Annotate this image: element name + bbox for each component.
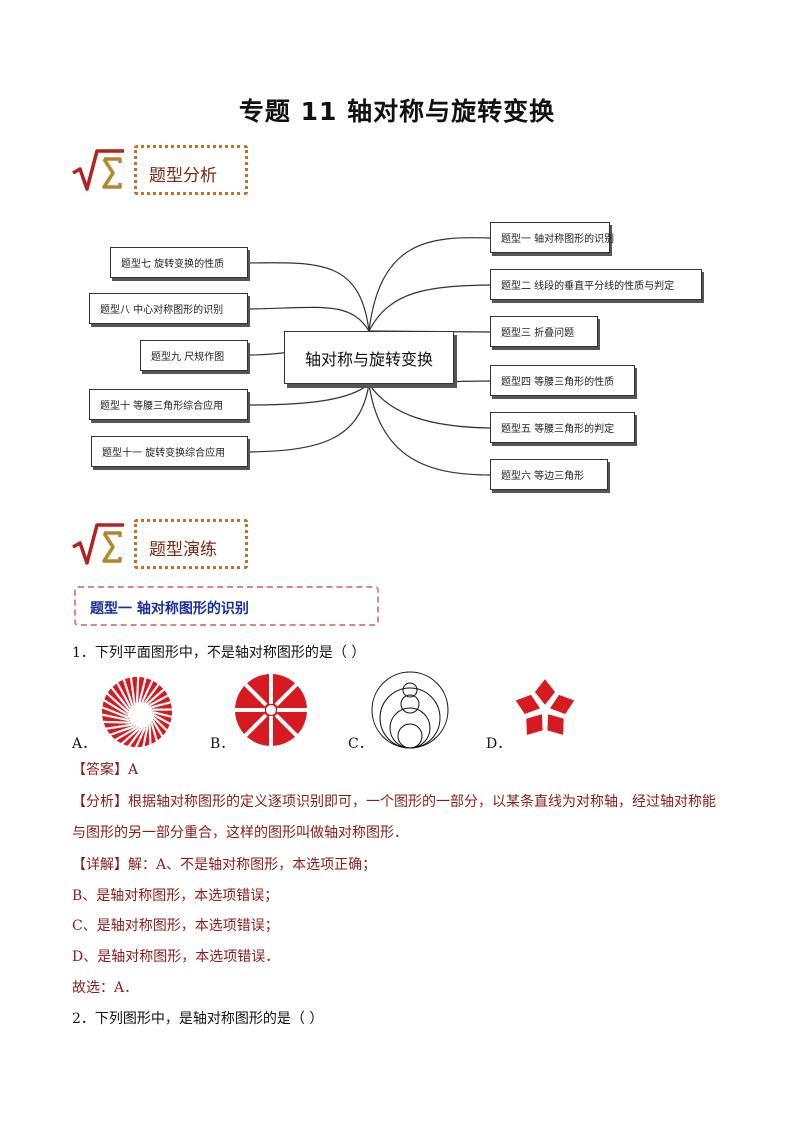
detail-line-4: D、是轴对称图形，本选项错误． <box>72 949 280 965</box>
section-label-box: 题型演练 <box>134 519 248 569</box>
sunburst-ray <box>152 716 169 732</box>
mindmap-center: 轴对称与旋转变换 <box>284 331 454 384</box>
sunburst-ray <box>148 724 152 746</box>
sunburst-ray <box>141 679 154 703</box>
question-stem-2: 2．下列图形中，是轴对称图形的是（ ） <box>72 1011 324 1027</box>
topic-heading-label: 题型一 轴对称图形的识别 <box>90 601 249 617</box>
sunburst-ray <box>109 725 135 737</box>
mindmap-node-right: 题型五 等腰三角形的判定 <box>490 412 635 443</box>
sqrt-sigma-icon <box>72 523 124 565</box>
figure-d-petals <box>513 676 577 737</box>
sunburst-ray <box>153 714 172 726</box>
mindmap-node-right: 题型一 轴对称图形的识别 <box>490 222 614 253</box>
section-label: 题型演练 <box>149 540 217 560</box>
detail-line: 【详解】解：A、不是轴对称图形，本选项正确； <box>72 855 376 875</box>
sunburst-ray <box>129 676 136 704</box>
page-title: 专题 11 轴对称与旋转变换 <box>238 97 556 126</box>
topic-heading: 题型一 轴对称图形的识别 <box>74 586 379 626</box>
petal-shape <box>513 693 543 716</box>
sunburst-ray <box>151 719 164 738</box>
answer-line: 【答案】A <box>72 760 138 780</box>
sunburst-ray <box>153 711 173 719</box>
option-d-label: D． <box>486 736 512 752</box>
analysis-line-2: 与图形的另一部分重合，这样的图形叫做轴对称图形． <box>72 825 408 841</box>
answer-tag: 【答案】 <box>72 762 128 778</box>
figure-b-star-emblem <box>235 674 307 746</box>
sqrt-sigma-icon <box>72 149 124 191</box>
answer-value: A <box>128 762 139 778</box>
option-c-label: C． <box>348 736 373 752</box>
sunburst-ray <box>105 723 133 730</box>
sunburst-ray <box>110 686 130 711</box>
sunburst-ray <box>102 698 129 716</box>
detail-line-3: C、是轴对称图形，本选项错误； <box>72 918 279 934</box>
figure-c-circles <box>371 671 449 749</box>
sunburst-ray <box>150 722 159 743</box>
sunburst-ray <box>138 676 147 703</box>
mindmap-node-left: 题型九 尺规作图 <box>140 340 248 371</box>
choose-line: 故选：A． <box>72 980 139 996</box>
mindmap-node-right: 题型三 折叠问题 <box>490 316 598 347</box>
sunburst-ray <box>142 726 149 748</box>
sunburst-ray <box>114 726 138 742</box>
mindmap-node-right: 题型四 等腰三角形的性质 <box>490 365 635 396</box>
analysis-tag: 【分析】 <box>72 794 128 810</box>
sunburst-ray <box>149 694 170 707</box>
analysis-text: 根据轴对称图形的定义逐项识别即可，一个图形的一部分，以某条直线为对称轴，经过轴对… <box>128 794 716 810</box>
mindmap-node-left: 题型十 等腰三角形综合应用 <box>89 389 248 420</box>
petal-shape <box>524 712 545 737</box>
analysis-line: 【分析】根据轴对称图形的定义逐项识别即可，一个图形的一部分，以某条直线为对称轴，… <box>72 792 716 812</box>
option-b-label: B． <box>210 736 235 752</box>
sunburst-ray <box>100 705 129 719</box>
mindmap-node-left: 题型十一 旋转变换综合应用 <box>91 436 248 467</box>
question-stem: 1．下列平面图形中，不是轴对称图形的是（ ） <box>72 645 366 661</box>
sunburst-ray <box>144 682 161 704</box>
sunburst-ray <box>135 675 140 703</box>
sunburst-ray <box>151 701 172 709</box>
sunburst-ray <box>100 713 130 722</box>
petal-shape <box>547 693 577 716</box>
sunburst-ray <box>134 726 147 749</box>
sunburst-ray <box>146 688 166 705</box>
mindmap-node-left: 题型七 旋转变换的性质 <box>110 247 248 278</box>
section-label: 题型分析 <box>149 166 217 186</box>
sunburst-ray <box>115 681 132 708</box>
detail-line-2: B、是轴对称图形，本选项错误； <box>72 888 279 904</box>
section-header-practice: 题型演练 <box>70 519 260 569</box>
mindmap-node-left: 题型八 中心对称图形的识别 <box>89 293 248 324</box>
mindmap-node-right: 题型六 等边三角形 <box>490 459 608 490</box>
mindmap-node-right: 题型二 线段的垂直平分线的性质与判定 <box>490 269 702 300</box>
detail-text: 解：A、不是轴对称图形，本选项正确； <box>128 857 377 873</box>
detail-tag: 【详解】 <box>72 857 128 873</box>
petal-shape <box>545 712 566 737</box>
section-label-box: 题型分析 <box>134 145 248 195</box>
sunburst-ray <box>120 727 141 746</box>
sunburst-ray <box>122 678 134 706</box>
option-a-label: A． <box>72 736 97 752</box>
sunburst-ray <box>105 692 130 714</box>
section-header-analysis: 题型分析 <box>70 145 260 195</box>
sunburst-ray <box>102 720 131 724</box>
sunburst-ray <box>127 727 144 748</box>
figure-a-sunburst <box>100 675 173 749</box>
petal-shape <box>533 676 557 708</box>
